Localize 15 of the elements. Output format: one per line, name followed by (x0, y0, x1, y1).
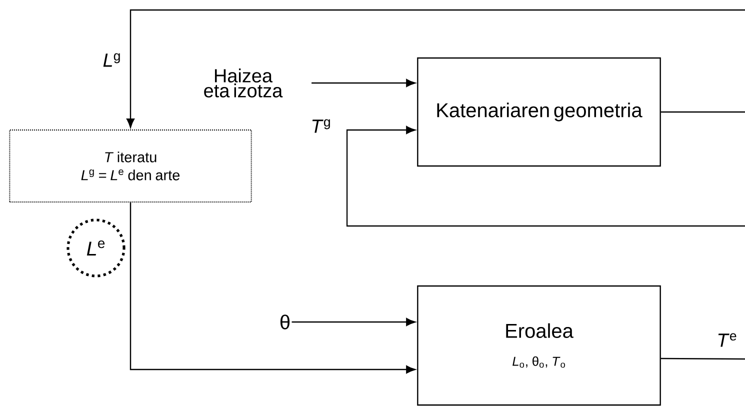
arrow (130, 202, 416, 374)
arrow (312, 79, 416, 87)
process-box: Eroalea L$_{o}$, θ$_{o}$, T$_{o}$ (417, 285, 661, 406)
input-text: Haizea eta izotza (204, 68, 283, 98)
connector-line (660, 358, 745, 360)
arrow (346, 126, 745, 227)
dotted-box: T iteratu L$^{g}$ = L$^{e}$ den arte (9, 130, 252, 202)
arrow (126, 9, 745, 128)
input-text: θ (280, 314, 290, 330)
arrow (292, 318, 416, 326)
edge-label: L$^{g}$ (102, 52, 122, 68)
connector-line (660, 111, 745, 113)
process-box: Katenariaren geometria (417, 57, 661, 167)
edge-label: T$^{e}$ (716, 332, 738, 348)
edge-label: T$^{g}$ (310, 118, 332, 134)
